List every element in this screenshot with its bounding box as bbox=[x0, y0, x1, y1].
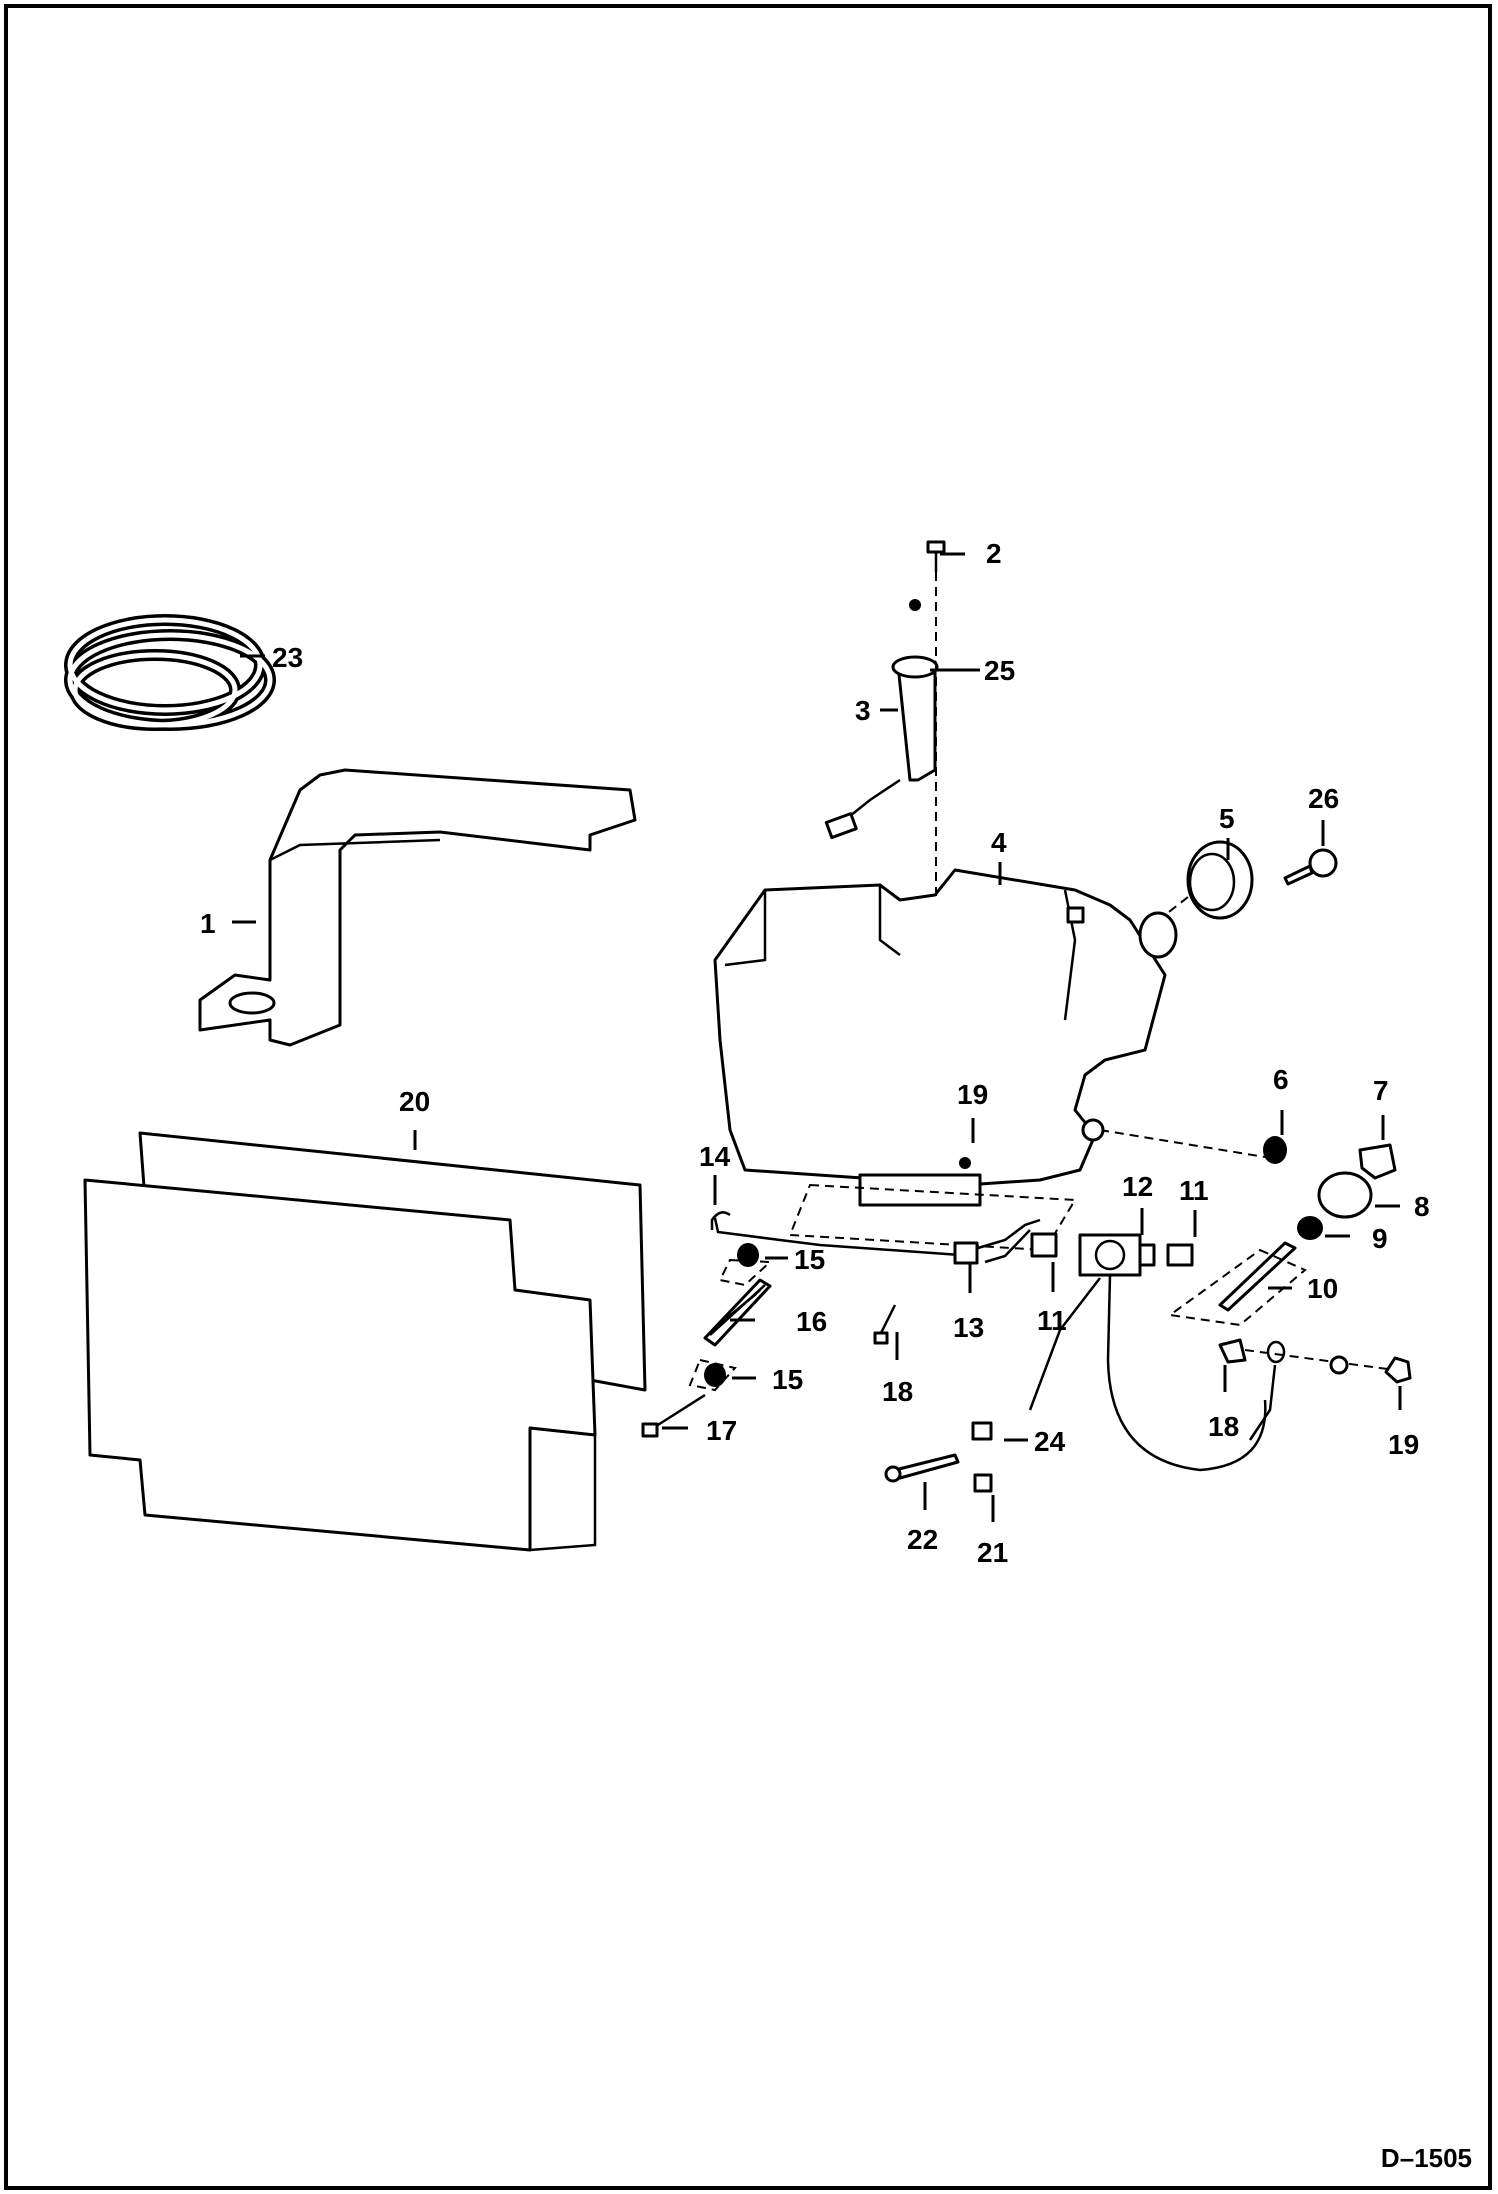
part-26-key bbox=[1283, 848, 1338, 886]
callout-7: 7 bbox=[1373, 1075, 1389, 1106]
callout-3: 3 bbox=[855, 695, 871, 726]
callout-22: 23 bbox=[272, 642, 303, 673]
right-side-fittings bbox=[1081, 1118, 1412, 1441]
callout-6: 6 bbox=[1273, 1064, 1289, 1095]
callout-15-lower: 15 bbox=[772, 1364, 803, 1395]
part-5-fuel-cap bbox=[1186, 840, 1254, 920]
callout-9: 9 bbox=[1372, 1223, 1388, 1254]
callout-11-right: 11 bbox=[1179, 1175, 1209, 1206]
part-20-panels bbox=[83, 1131, 647, 1552]
center-fittings-and-harness bbox=[710, 1211, 1267, 1493]
part-22-coiled-hose bbox=[64, 614, 276, 731]
callout-19-tank: 19 bbox=[957, 1079, 988, 1110]
callout-12: 12 bbox=[1122, 1171, 1153, 1202]
diagram-border bbox=[4, 4, 1492, 2190]
part-23-gasket-nut bbox=[909, 599, 921, 611]
part-3-sender bbox=[824, 655, 939, 840]
drawing-number: D–1505 bbox=[1380, 2143, 1472, 2173]
callout-11-left: 11 bbox=[1037, 1305, 1067, 1336]
callout-leader-lines bbox=[232, 552, 1402, 1522]
spring-and-bushings bbox=[641, 1243, 773, 1438]
callout-26: 26 bbox=[1308, 783, 1339, 814]
callout-21: 21 bbox=[977, 1537, 1008, 1568]
callout-13: 13 bbox=[953, 1312, 984, 1343]
part-4-fuel-tank bbox=[713, 868, 1178, 1252]
callout-23: 25 bbox=[984, 655, 1015, 686]
callout-2: 2 bbox=[986, 538, 1002, 569]
callout-18-right: 18 bbox=[1208, 1411, 1239, 1442]
callout-18-center: 18 bbox=[882, 1376, 913, 1407]
callout-10: 10 bbox=[1307, 1273, 1338, 1304]
callout-8: 8 bbox=[1414, 1191, 1430, 1222]
part-1-bracket bbox=[198, 768, 637, 1047]
callout-5: 5 bbox=[1219, 803, 1235, 834]
bolt-and-nut bbox=[873, 1157, 971, 1345]
callout-1: 1 bbox=[200, 908, 216, 939]
callout-24: 24 bbox=[1034, 1426, 1066, 1457]
callout-15-upper: 15 bbox=[794, 1244, 825, 1275]
callout-17: 17 bbox=[706, 1415, 737, 1446]
callout-20: 20 bbox=[399, 1086, 430, 1117]
assembly-line-5 bbox=[1164, 896, 1189, 916]
part-2-screw bbox=[926, 540, 946, 572]
callout-14: 14 bbox=[699, 1141, 731, 1172]
callout-19-right: 19 bbox=[1388, 1429, 1419, 1460]
callout-25: 22 bbox=[907, 1524, 938, 1555]
callout-16: 16 bbox=[796, 1306, 827, 1337]
callout-labels: 2 25 23 3 4 5 26 1 20 19 14 6 7 8 9 10 1… bbox=[200, 538, 1430, 1568]
callout-4: 4 bbox=[991, 827, 1007, 858]
